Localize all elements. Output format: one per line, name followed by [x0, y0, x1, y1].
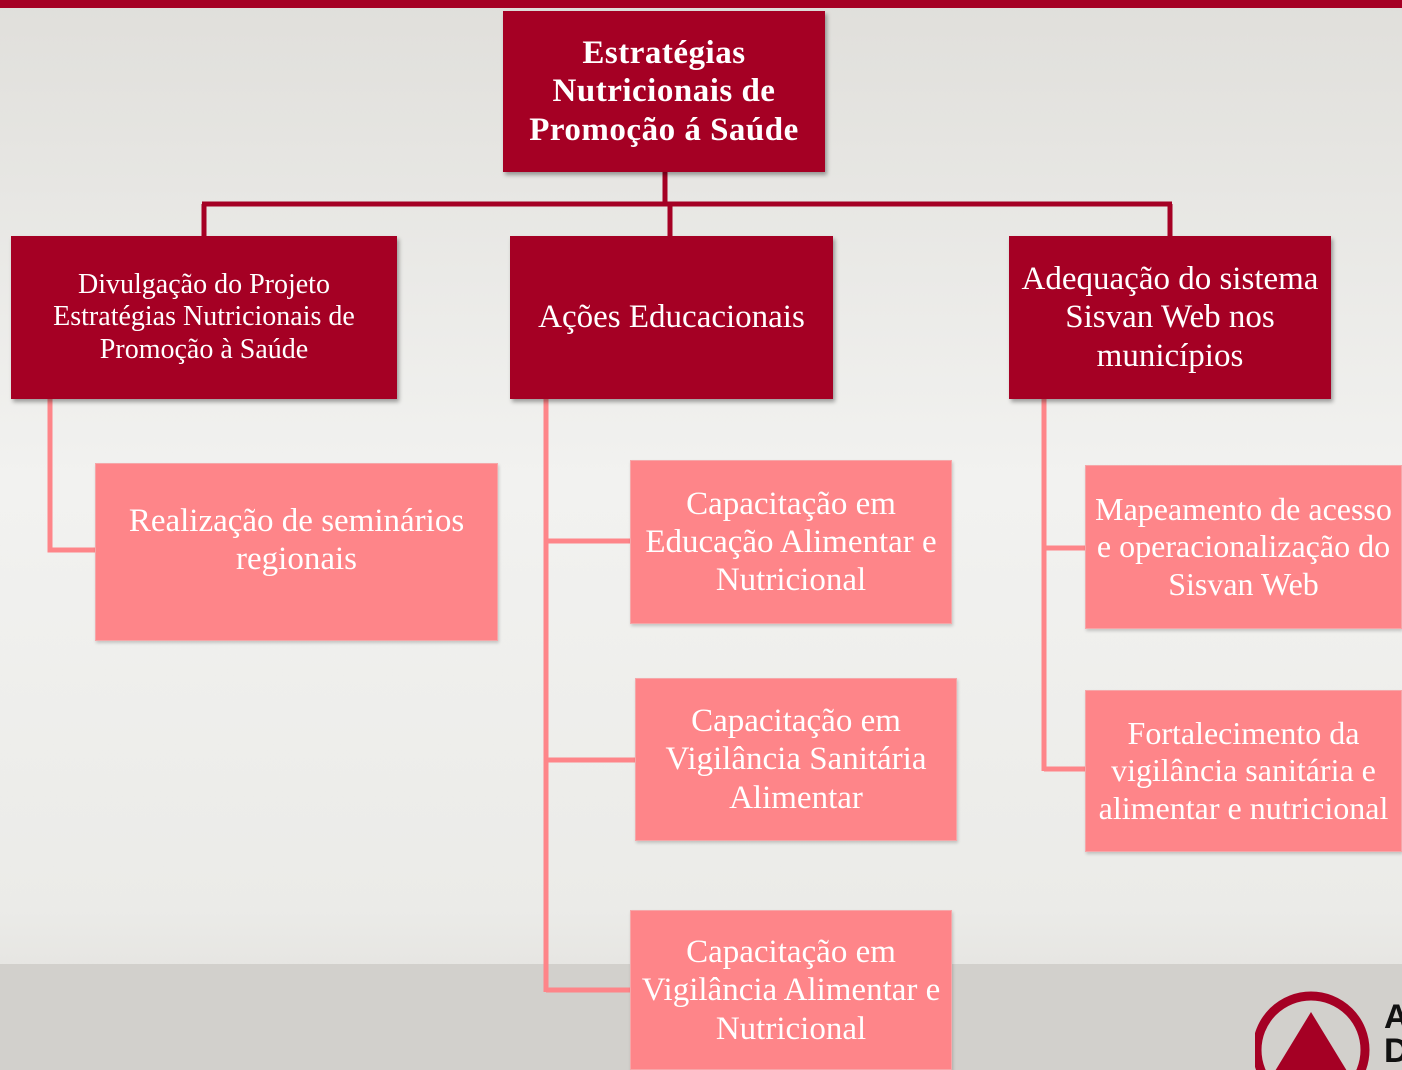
branch-node-divulgacao: Divulgação do Projeto Estratégias Nutric…: [11, 236, 397, 399]
branch-node-label: Ações Educacionais: [538, 299, 805, 336]
child-node-vigilancia-sanitaria: Capacitação em Vigilância Sanitária Alim…: [635, 678, 957, 841]
child-node-label: Capacitação em Vigilância Alimentar e Nu…: [641, 934, 941, 1047]
child-node-label: Realização de seminários regionais: [128, 502, 465, 577]
child-node-label: Capacitação em Vigilância Sanitária Alim…: [665, 703, 927, 816]
child-1-1-connector: [47, 398, 96, 553]
child-node-seminarios: Realização de seminários regionais: [95, 463, 498, 641]
institution-logo-icon: [1255, 991, 1370, 1070]
logo-letter-d: D: [1384, 1032, 1402, 1070]
root-node: Estratégias Nutricionais de Promoção á S…: [503, 11, 825, 172]
child-node-mapeamento: Mapeamento de acesso e operacionalização…: [1085, 465, 1402, 629]
child-node-label: Fortalecimento da vigilância sanitária e…: [1098, 715, 1389, 826]
child-node-vigilancia-alimentar: Capacitação em Vigilância Alimentar e Nu…: [630, 910, 952, 1070]
branch-node-label: Divulgação do Projeto Estratégias Nutric…: [53, 268, 355, 365]
top-accent-bar: [0, 0, 1402, 8]
branch-node-acoes: Ações Educacionais: [510, 236, 833, 399]
child-node-educacao-alimentar: Capacitação em Educação Alimentar e Nutr…: [630, 460, 952, 624]
root-node-label: Estratégias Nutricionais de Promoção á S…: [529, 35, 799, 148]
logo-letter-a: A: [1384, 998, 1402, 1036]
child-node-label: Capacitação em Educação Alimentar e Nutr…: [645, 485, 937, 599]
child-node-fortalecimento: Fortalecimento da vigilância sanitária e…: [1085, 690, 1402, 852]
branch-node-label: Adequação do sistema Sisvan Web nos muni…: [1021, 261, 1319, 374]
child-node-label: Mapeamento de acesso e operacionalização…: [1095, 491, 1392, 602]
branch-node-adequacao: Adequação do sistema Sisvan Web nos muni…: [1009, 236, 1331, 399]
